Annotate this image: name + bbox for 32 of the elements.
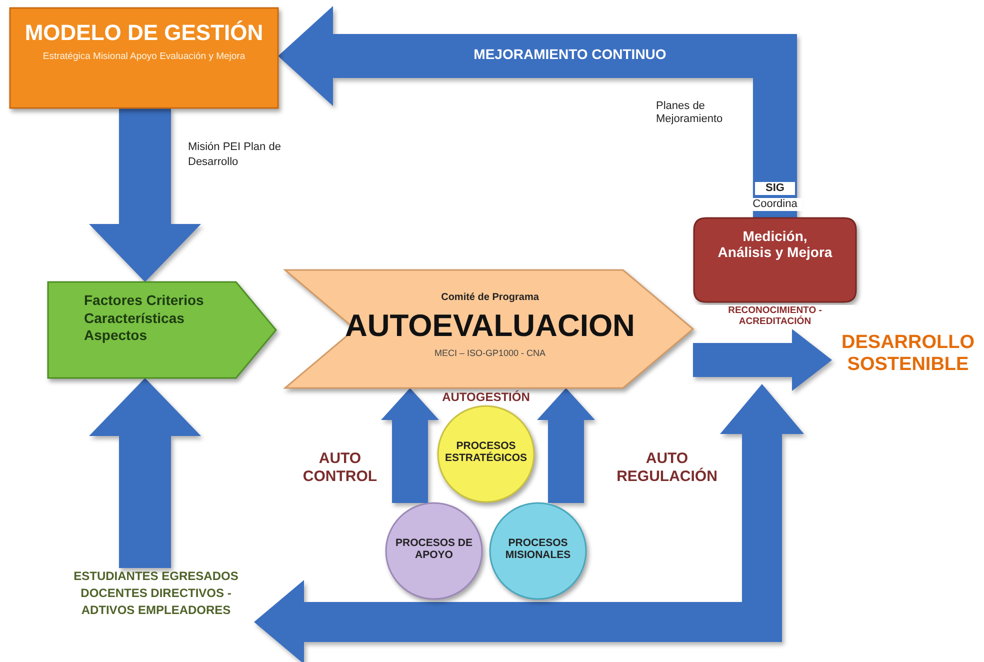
process-circle <box>490 503 586 599</box>
node-caption: SIG <box>755 182 795 196</box>
node-text: DESARROLLO SOSTENIBLE <box>840 332 976 376</box>
process-box <box>694 218 856 302</box>
process-label: AUTO CONTROL <box>302 450 378 486</box>
node-text: ESTUDIANTES EGRESADOS DOCENTES DIRECTIVOS - ADTIVOS EMPLEADORES <box>72 568 240 618</box>
block-arrow <box>278 6 797 218</box>
block-arrow <box>254 384 804 662</box>
node-text: MODELO DE GESTIÓN <box>24 20 264 46</box>
node-text: PROCESOS ESTRATÉGICOS <box>444 440 528 464</box>
block-arrow <box>89 108 201 282</box>
node-text: Factores Criterios Características Aspectos <box>84 292 205 344</box>
block-arrow <box>381 388 439 503</box>
block-arrow <box>537 388 595 503</box>
annotation-text: Misión PEI Plan de Desarrollo <box>188 140 282 170</box>
node-text: PROCESOS DE APOYO <box>394 537 474 562</box>
annotation-text: Planes de Mejoramiento <box>656 100 724 126</box>
process-circle <box>438 406 534 502</box>
chevron-shape <box>285 270 693 388</box>
pentagon-box <box>48 282 276 378</box>
block-arrow <box>89 378 201 568</box>
node-text: Estratégica Misional Apoyo Evaluación y Mejora <box>42 52 246 63</box>
node-text: MECI – ISO-GP1000 - CNA <box>433 348 547 358</box>
process-label: AUTO REGULACIÓN <box>616 450 718 486</box>
node-text: Comité de Programa <box>440 292 540 304</box>
process-circle <box>386 503 482 599</box>
section-label: AUTOGESTIÓN <box>441 390 531 404</box>
node-text: AUTOEVALUACION <box>345 308 635 344</box>
node-text: Medición, Análisis y Mejora <box>716 228 834 260</box>
edge-label: MEJORAMIENTO CONTINUO <box>472 46 668 63</box>
process-box <box>10 8 278 108</box>
node-text: PROCESOS MISIONALES <box>504 537 572 562</box>
